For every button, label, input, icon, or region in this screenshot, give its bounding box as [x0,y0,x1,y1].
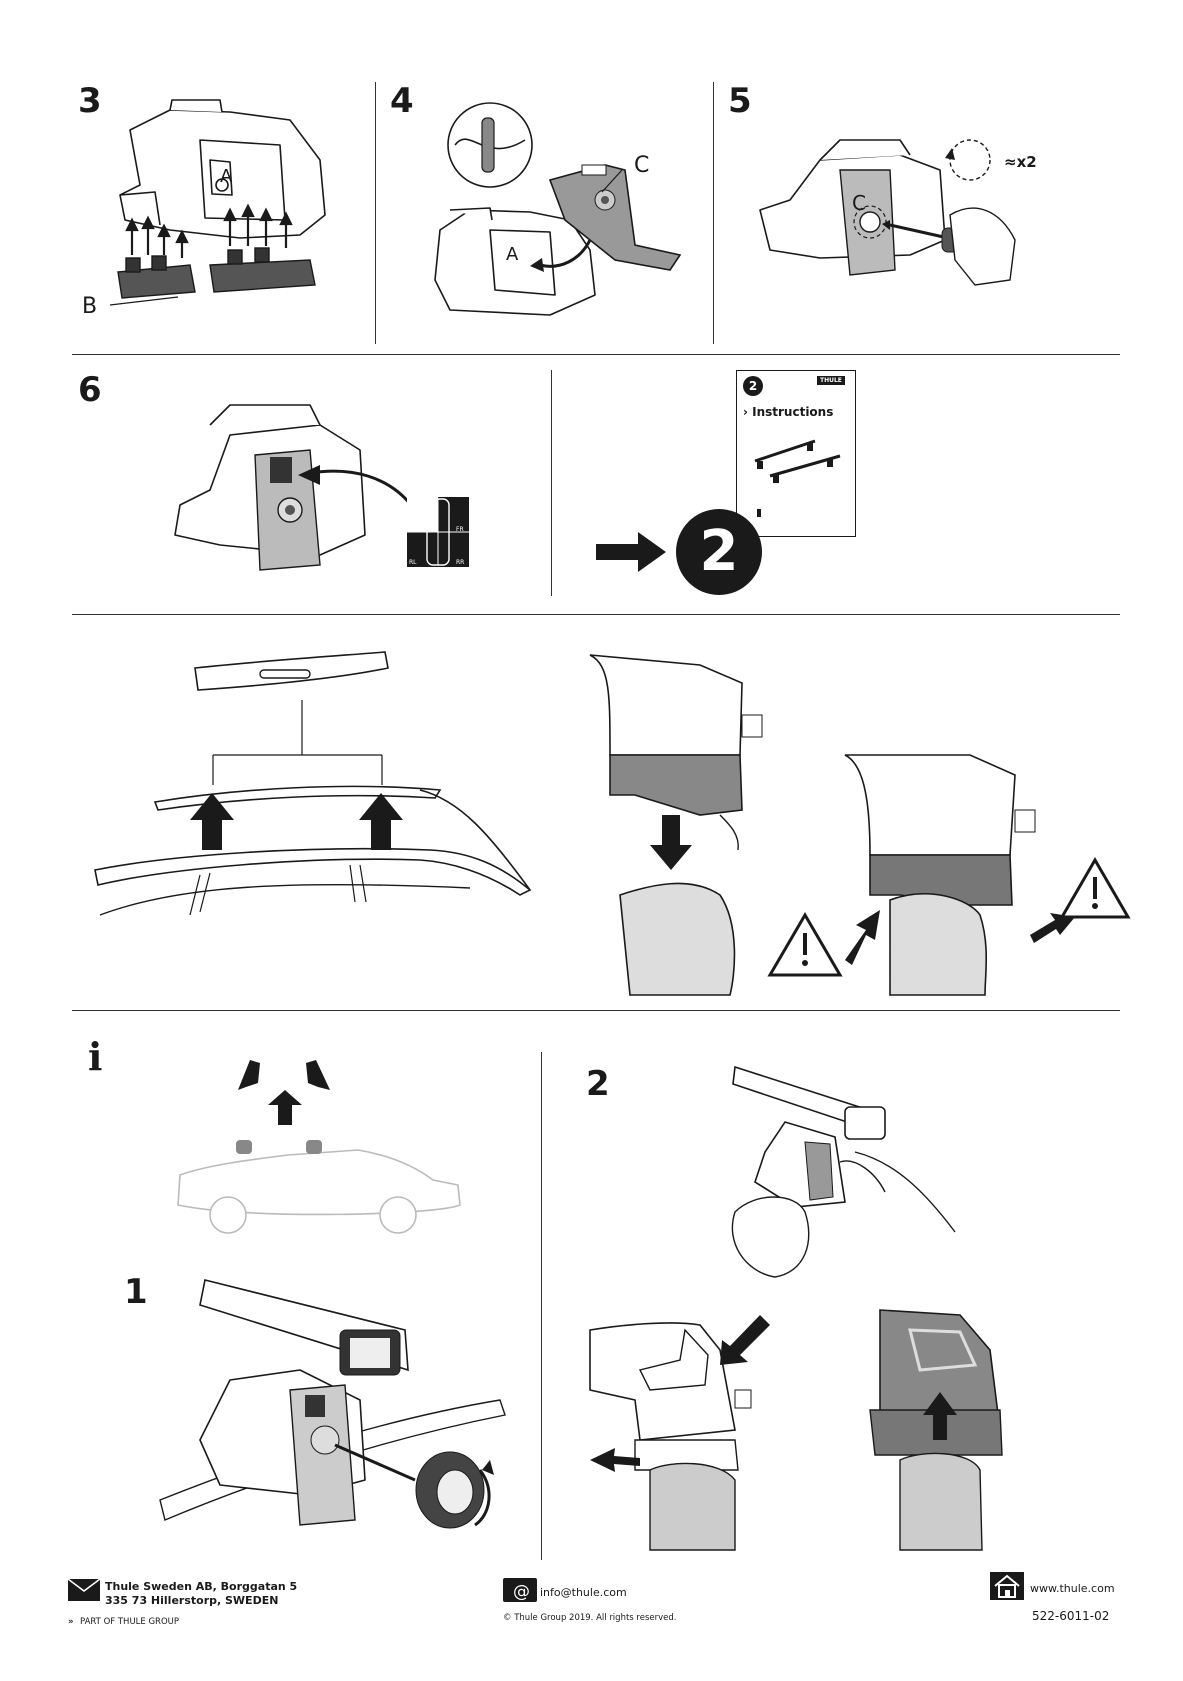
copyright-text: © Thule Group 2019. All rights reserved. [503,1613,677,1623]
step-number-5: 5 [728,81,752,121]
car-silhouette-illustration [177,1060,461,1234]
step-number-3: 3 [78,81,102,121]
divider-row2 [72,614,1120,615]
step-number-4: 4 [390,81,414,121]
email-icon: @ [503,1578,537,1602]
car-position-diagram [407,497,469,567]
booklet-number-badge [743,376,763,396]
roof-bars-icon [754,439,841,483]
company-address-line1: Thule Sweden AB, Borggatan 5 [105,1580,298,1593]
warning-icon [1059,857,1131,919]
step-2-illustration [731,1065,956,1278]
part-label-b: B [82,294,98,319]
position-label-fr: FR [456,526,464,533]
step-6-illustration [174,404,417,571]
divider-v-3-4 [375,82,376,344]
home-icon [990,1572,1024,1600]
position-label-rr: RR [456,559,465,566]
email-link[interactable]: info@thule.com [540,1586,627,1599]
company-address-line2: 335 73 Hillerstorp, SWEDEN [105,1594,279,1607]
svg-text:A: A [506,244,519,265]
foot-pad-alignment-illustration [589,654,1131,996]
step-number-6: 6 [78,370,102,410]
info-icon: i [88,1034,103,1079]
divider-v-6 [551,370,552,596]
svg-text:C: C [852,191,866,215]
booklet-number: 2 [748,379,758,393]
foot-pad-release-illustration [589,1309,1003,1551]
right-arrow-icon [596,532,666,572]
mail-icon [67,1578,101,1601]
booklet-reference-circle [676,509,762,595]
step-1-illustration [159,1279,506,1529]
part-label-c: C [634,153,650,178]
rotation-count-label: ≈x2 [1004,153,1037,171]
booklet-corner-mark [757,509,761,517]
step-number-1: 1 [124,1272,148,1312]
part-of-group-text: PART OF THULE GROUP [80,1617,180,1627]
instructions-booklet: 2 THULE › Instructions [736,370,856,537]
booklet-reference-number: 2 [699,519,739,584]
document-number: 522-6011-02 [1032,1609,1110,1623]
divider-v-4-5 [713,82,714,344]
position-label-rl: RL [409,559,417,566]
booklet-brand: THULE [817,376,845,385]
svg-text:@: @ [513,1582,530,1602]
group-chevron-icon: » [68,1617,74,1627]
step-5-illustration: C [759,139,1016,286]
roof-rail-illustration [94,651,532,916]
divider-v-bottom [541,1052,542,1560]
divider-row3 [72,1010,1120,1011]
step-4-illustration: A [434,102,682,316]
step-3-illustration: A [109,99,326,306]
divider-row1 [72,354,1120,355]
booklet-title: › Instructions [743,405,834,419]
step-number-2: 2 [586,1064,610,1104]
svg-text:A: A [220,166,233,187]
warning-icon [767,912,843,977]
website-link[interactable]: www.thule.com [1030,1582,1115,1595]
